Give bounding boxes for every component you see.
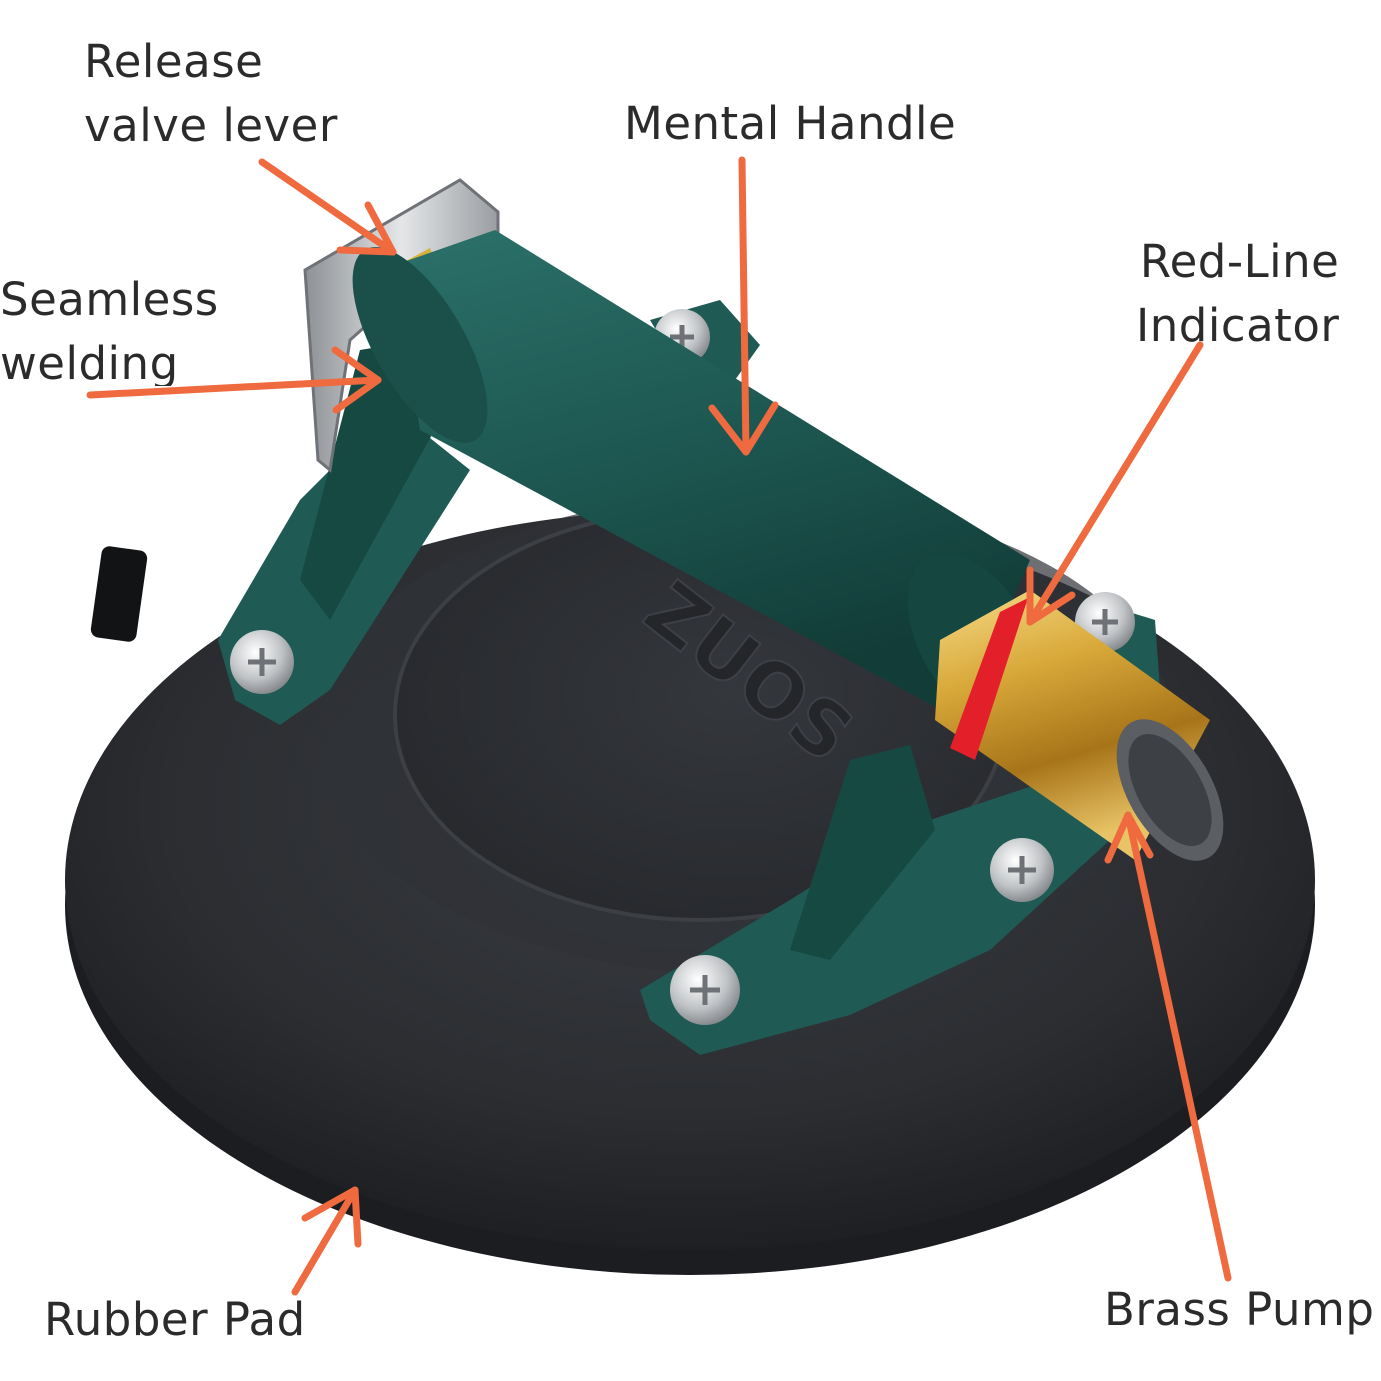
label-handle-text: Mental Handle bbox=[624, 97, 957, 150]
label-release-line-1: Release bbox=[84, 35, 264, 88]
red-line-band bbox=[950, 598, 1028, 760]
label-seamless-line-2: welding bbox=[0, 337, 179, 386]
label-redline-line-2: Indicator bbox=[1136, 299, 1340, 352]
label-mental-handle: Mental Handle bbox=[624, 92, 956, 156]
callout-arrows bbox=[86, 156, 1232, 1296]
label-rubber-text: Rubber Pad bbox=[44, 1293, 306, 1346]
mounting-screws bbox=[230, 309, 1135, 1025]
arrow-red-line bbox=[1026, 341, 1204, 626]
label-red-line-indicator: Red-Line Indicator bbox=[1136, 230, 1339, 358]
label-seamless-line-1: Seamless bbox=[0, 273, 219, 326]
label-release-valve-lever: Release valve lever bbox=[84, 30, 338, 158]
label-rubber-pad: Rubber Pad bbox=[44, 1288, 306, 1352]
label-brass-text: Brass Pump bbox=[1104, 1283, 1375, 1336]
label-redline-line-1: Red-Line bbox=[1139, 235, 1340, 288]
label-seamless-welding: Seamless welding bbox=[0, 268, 219, 386]
label-brass-pump: Brass Pump bbox=[1104, 1278, 1374, 1342]
arrow-mental-handle bbox=[708, 156, 779, 456]
brass-pump bbox=[935, 590, 1224, 861]
arrow-release-valve bbox=[258, 158, 397, 256]
label-release-line-2: valve lever bbox=[84, 99, 338, 152]
arrow-rubber-pad bbox=[291, 1186, 362, 1296]
arrow-brass-pump bbox=[1104, 811, 1232, 1282]
arrow-seamless-welding bbox=[86, 346, 382, 414]
